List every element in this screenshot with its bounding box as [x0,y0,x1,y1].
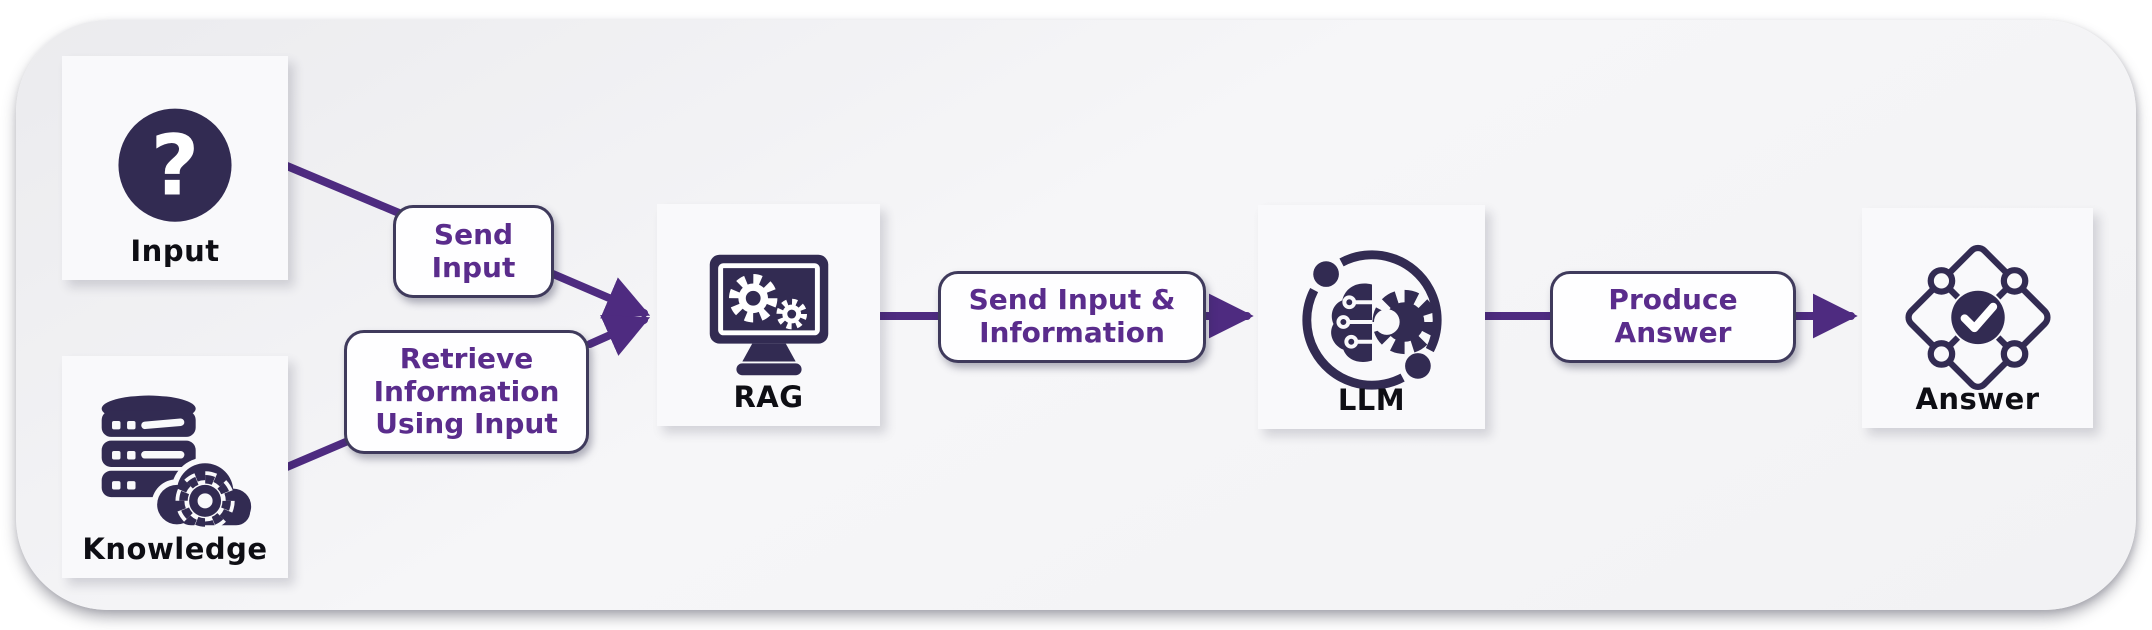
node-knowledge: Knowledge [62,356,288,578]
arrow-retrieve-to-rag [586,314,651,356]
node-input: ? Input [62,56,288,280]
edge-label-retrieve-information: Retrieve Information Using Input [344,330,589,454]
arrow-send-input-to-rag [549,270,651,319]
edge-label-produce-answer: Produce Answer [1550,271,1796,363]
node-label: LLM [1337,383,1406,417]
database-cloud-gear-icon [62,356,288,578]
gear-icon [728,274,777,323]
check-circle-icon [1950,290,2005,345]
node-label: Knowledge [82,532,268,566]
node-label: RAG [733,380,804,414]
edge-label-send-input-information: Send Input & Information [938,271,1206,363]
puzzle-check-icon [1862,208,2093,428]
brain-gear-orbit-icon [1258,205,1485,429]
node-llm: LLM [1258,205,1485,429]
arrow-knowledge-to-retrieve [283,437,352,471]
edge-label-send-input: Send Input [393,205,554,298]
question-circle-icon: ? [62,56,288,280]
svg-text:?: ? [151,116,200,214]
arrow-input-to-send-input [283,162,403,217]
node-label: Answer [1915,382,2040,416]
node-label: Input [130,234,220,268]
gear-icon [1371,289,1437,355]
node-rag: RAG [657,204,880,426]
monitor-gears-icon [657,204,880,426]
node-answer: Answer [1862,208,2093,428]
